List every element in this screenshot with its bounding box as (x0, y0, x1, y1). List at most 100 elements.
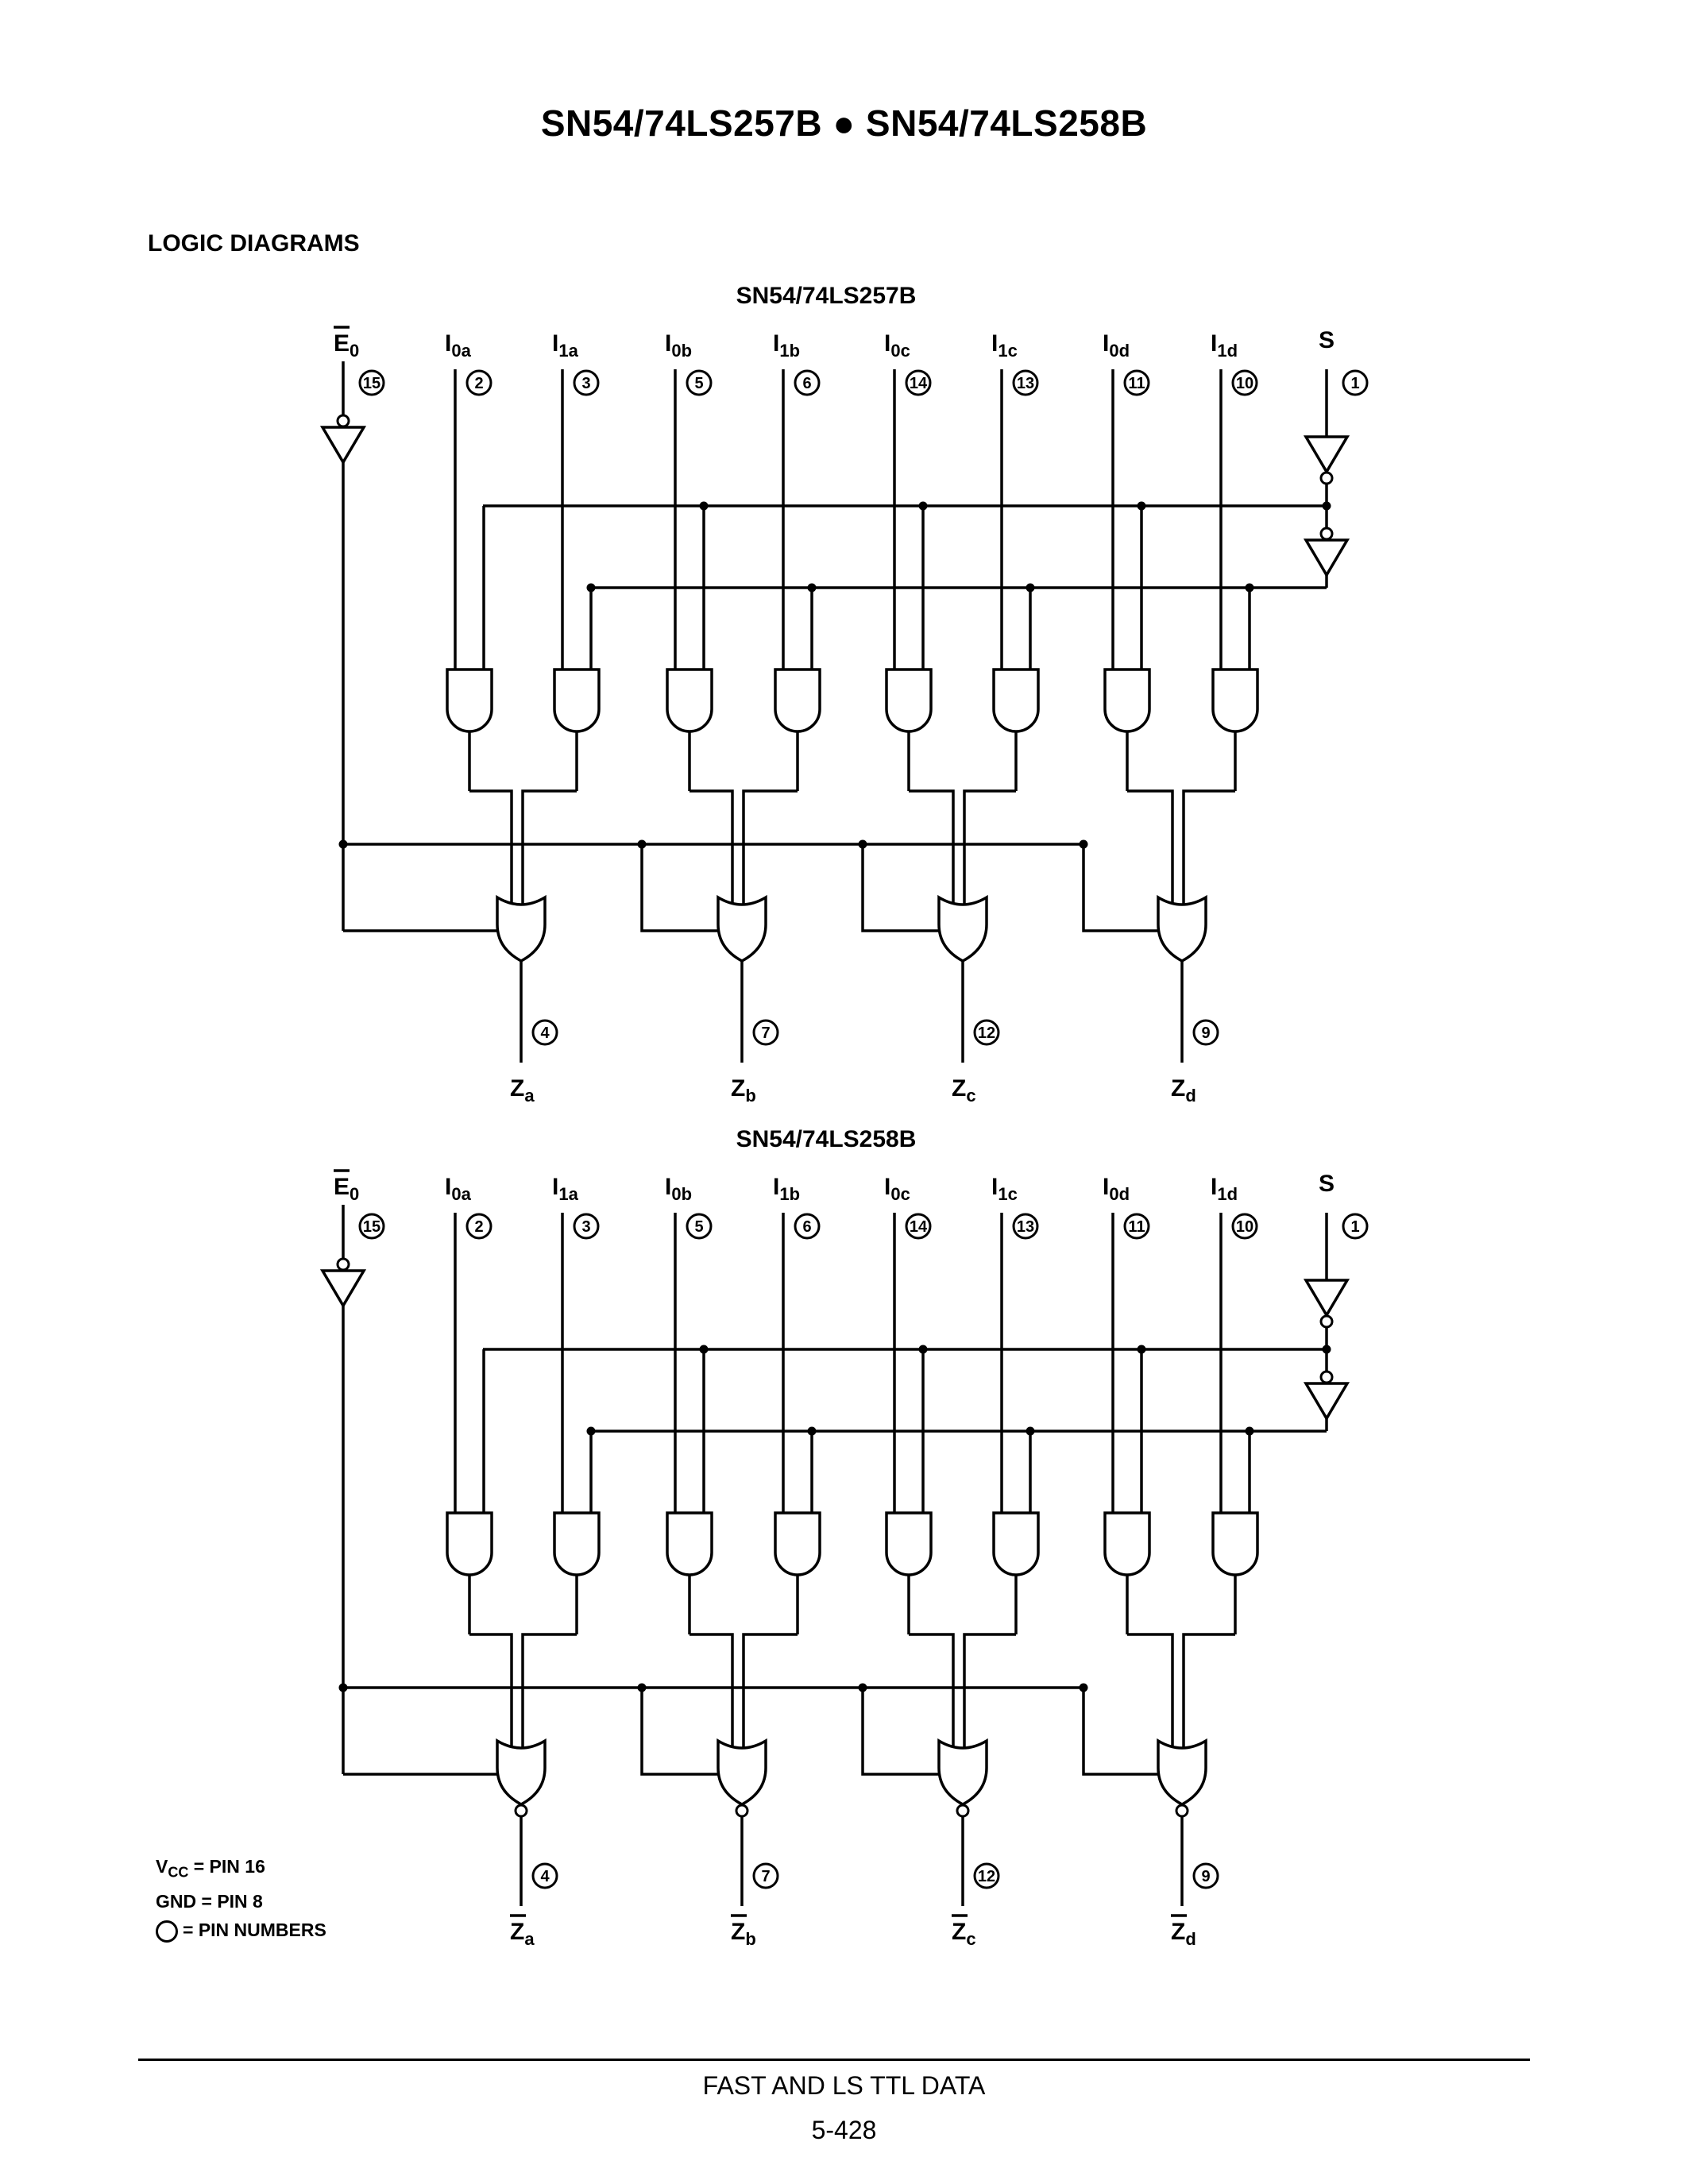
footer-text: FAST AND LS TTL DATA (702, 2071, 986, 2100)
d1-output-c-enable-in (861, 844, 941, 932)
d2-input-1a-pin-circle (573, 1213, 600, 1240)
d2-input-0b-label: I0b (665, 1174, 692, 1204)
d2-or-gate-b (717, 1738, 767, 1806)
d2-input-0d-pin-number: 11 (1128, 1218, 1145, 1236)
d2-enable-pin-circle (358, 1213, 385, 1240)
d2-output-a-or-in-b (521, 1633, 577, 1747)
logic-diagram-ls258b-svg: SN54/74LS258BE015S1I0a2I1a3I0b5I1b6I0c14… (319, 1126, 1369, 1949)
d1-output-d-label-main: Z (1171, 1075, 1185, 1102)
d2-input-0a-label-main: I (445, 1174, 451, 1200)
d2-and-gate-1a (553, 1511, 601, 1576)
d1-output-c-label-sub: c (966, 1086, 975, 1106)
d1-output-d-pin-circle (1192, 1019, 1219, 1046)
d2-and-gate-0d (1103, 1511, 1151, 1576)
d2-input-1b-label-main: I (773, 1174, 779, 1200)
d2-input-1b-pin-number: 6 (802, 1218, 811, 1236)
d1-output-a-label-sub: a (524, 1086, 535, 1106)
d2-select-label-main: S (1319, 1171, 1335, 1197)
d2-input-1a-label-main: I (552, 1174, 558, 1200)
d1-select-bubble-2 (1319, 527, 1334, 541)
page-number: 5-428 (811, 2116, 877, 2144)
d2-output-b-or-in-a (689, 1633, 734, 1747)
d1-input-0a-label: I0a (445, 330, 472, 361)
d2-input-1c-select-junction (1026, 1426, 1035, 1436)
legend-vcc-text: = PIN 16 (193, 1856, 265, 1877)
d2-input-1a-pin-number: 3 (581, 1218, 590, 1236)
d2-output-c-pin-circle (973, 1862, 1000, 1889)
page-title: SN54/74LS257B ● SN54/74LS258B (540, 102, 1148, 144)
d1-input-0c-select-junction (918, 501, 928, 511)
d2-output-d-bubble (1175, 1804, 1189, 1818)
d1-output-c-pin-number: 12 (978, 1024, 995, 1042)
d1-input-0b-pin-circle (686, 369, 713, 396)
d2-enable-label-sub: 0 (350, 1184, 359, 1204)
d2-enable-pin-number: 15 (363, 1218, 380, 1236)
d1-input-0a-pin-number: 2 (474, 375, 483, 392)
d1-input-1a-label: I1a (552, 330, 579, 361)
d1-input-1d-select-junction (1245, 583, 1254, 592)
d1-input-0d-pin-circle (1123, 369, 1150, 396)
d2-output-d-pin-circle (1192, 1862, 1219, 1889)
d1-output-c-label: Zc (952, 1075, 976, 1106)
d2-input-1a-label: I1a (552, 1174, 579, 1204)
d1-or-gate-d (1157, 894, 1207, 963)
d2-input-0a-pin-number: 2 (474, 1218, 483, 1236)
legend-vcc-label: V (156, 1856, 168, 1877)
d2-output-c-or-in-a (909, 1633, 955, 1747)
d1-input-1b-label: I1b (773, 330, 800, 361)
d2-input-1d-label-sub: 1d (1217, 1184, 1238, 1204)
d2-input-0a-label-sub: 0a (451, 1184, 471, 1204)
d1-select-bubble-1 (1319, 471, 1334, 485)
d2-output-a-or-in-a (469, 1633, 513, 1747)
d2-and-gate-0a (446, 1511, 493, 1576)
d1-input-1c-label-main: I (991, 330, 998, 357)
d2-select-inverter-1 (1303, 1279, 1350, 1318)
legend-gnd: GND = PIN 8 (156, 1890, 263, 1912)
d1-input-0a-label-sub: 0a (451, 341, 471, 361)
d1-input-1d-label-sub: 1d (1217, 341, 1238, 361)
d2-output-c-label-sub: c (966, 1929, 975, 1949)
d2-input-1b-label: I1b (773, 1174, 800, 1204)
d1-output-d-label: Zd (1171, 1075, 1196, 1106)
d1-select-label: S (1319, 327, 1335, 353)
d1-output-c-pin-circle (973, 1019, 1000, 1046)
d2-output-b-enable-in (640, 1688, 720, 1776)
d2-select-bubble-2 (1319, 1370, 1334, 1384)
d2-input-1c-label-sub: 1c (998, 1184, 1017, 1204)
d1-output-a-label: Za (510, 1075, 535, 1106)
d2-output-b-label-sub: b (745, 1929, 755, 1949)
d2-output-b-or-in-b (742, 1633, 798, 1747)
d1-input-0d-label-main: I (1103, 330, 1109, 357)
d1-input-1c-pin-number: 13 (1017, 375, 1034, 392)
d2-input-0d-pin-circle (1123, 1213, 1150, 1240)
d1-output-d-label-sub: d (1185, 1086, 1196, 1106)
d2-input-1d-label: I1d (1211, 1174, 1238, 1204)
d1-input-1b-select-junction (807, 583, 817, 592)
d2-input-1c-pin-circle (1012, 1213, 1039, 1240)
d1-enable-label-sub: 0 (350, 341, 359, 361)
d2-output-a-label-sub: a (524, 1929, 535, 1949)
d1-output-b-label-sub: b (745, 1086, 755, 1106)
d1-input-1d-label-main: I (1211, 330, 1217, 357)
legend-pins-text: = PIN NUMBERS (183, 1919, 326, 1940)
d1-or-gate-c (937, 894, 988, 963)
d1-output-a-label-main: Z (510, 1075, 524, 1102)
d2-enable-label: E0 (334, 1174, 359, 1204)
d2-input-1b-pin-circle (794, 1213, 821, 1240)
pin-circle-icon (156, 1920, 178, 1943)
d1-input-0b-select-junction (699, 501, 709, 511)
d1-output-a-pin-circle (531, 1019, 558, 1046)
d1-input-1b-label-main: I (773, 330, 779, 357)
d1-output-a-or-in-b (521, 789, 577, 904)
d2-select-pin-number: 1 (1350, 1218, 1359, 1236)
d2-input-0a-pin-circle (465, 1213, 492, 1240)
d1-input-1b-pin-circle (794, 369, 821, 396)
d1-input-0c-label-main: I (884, 330, 890, 357)
d2-output-b-pin-number: 7 (761, 1868, 770, 1885)
d2-select-pin-circle (1342, 1213, 1369, 1240)
legend: VCC = PIN 16 GND = PIN 8 = PIN NUMBERS (156, 1852, 326, 1944)
d1-and-gate-1b (774, 668, 821, 733)
d1-enable-label: E0 (334, 330, 359, 361)
d1-input-1c-pin-circle (1012, 369, 1039, 396)
